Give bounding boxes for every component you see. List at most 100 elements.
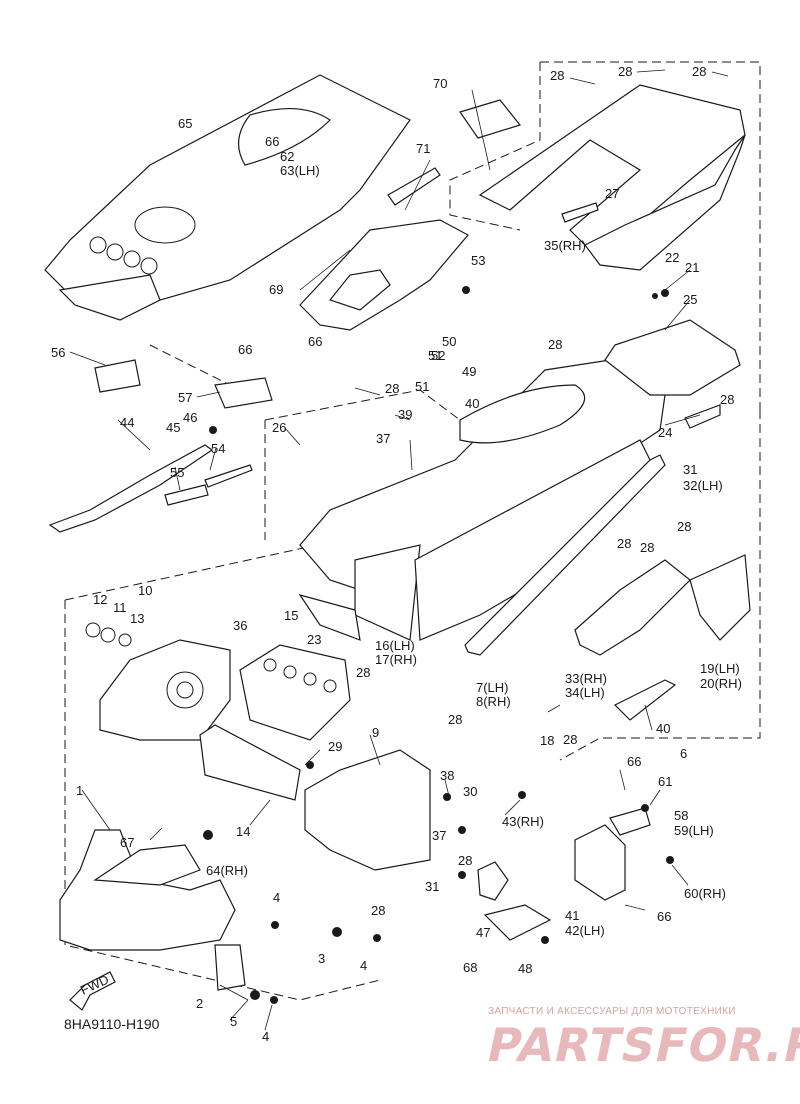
callout: 66 xyxy=(657,909,671,924)
rear-brace xyxy=(478,84,746,271)
strip-55 xyxy=(204,464,253,488)
callout: 50 xyxy=(442,334,456,349)
callout: 66 xyxy=(238,342,252,357)
strip-56 xyxy=(164,484,209,506)
main-group-boundary xyxy=(64,410,761,1001)
fwd-label: FWD xyxy=(78,972,111,998)
callout: 17(RH) xyxy=(375,652,417,667)
steering-column-9 xyxy=(304,749,431,871)
callout: 28 xyxy=(640,540,654,555)
ring-12 xyxy=(85,622,101,638)
callout: 7(LH) xyxy=(476,680,509,695)
callout: 47 xyxy=(476,925,490,940)
callout: 28 xyxy=(385,381,399,396)
callout: 28 xyxy=(371,903,385,918)
callout: 24 xyxy=(658,425,672,440)
callout: 36 xyxy=(233,618,247,633)
callout: 44 xyxy=(120,415,134,430)
rear-group-boundary xyxy=(449,61,761,410)
strap-36 xyxy=(561,202,599,223)
decal-72 xyxy=(387,167,441,206)
callout: 19(LH) xyxy=(700,661,740,676)
callout: 61 xyxy=(658,774,672,789)
bracket-59-60 xyxy=(609,807,651,836)
muffler-14 xyxy=(199,724,301,801)
running-board-rail xyxy=(464,454,666,656)
callout: 60(RH) xyxy=(684,886,726,901)
callout: 34(LH) xyxy=(565,685,605,700)
callout: 2 xyxy=(196,996,203,1011)
callout: 57 xyxy=(178,390,192,405)
callout: 15 xyxy=(284,608,298,623)
callout: 13 xyxy=(130,611,144,626)
callout: 53 xyxy=(471,253,485,268)
callout: 49 xyxy=(462,364,476,379)
plate-57 xyxy=(94,359,141,393)
callout: 18 xyxy=(540,733,554,748)
callout: 25 xyxy=(683,292,697,307)
side-bracket-34-35 xyxy=(574,559,691,656)
rear-bumper-25 xyxy=(604,319,741,396)
callout: 40 xyxy=(656,721,670,736)
rear-tunnel-cover xyxy=(44,74,411,321)
callout: 16(LH) xyxy=(375,638,415,653)
callout: 70 xyxy=(433,76,447,91)
callout: 32(LH) xyxy=(683,478,723,493)
callout: 27 xyxy=(605,186,619,201)
callout: 3 xyxy=(318,951,325,966)
callout: 1 xyxy=(76,783,83,798)
callout: 39 xyxy=(398,407,412,422)
callout: 10 xyxy=(138,583,152,598)
plate-23 xyxy=(298,593,361,641)
callout: 29 xyxy=(328,739,342,754)
callout: 4 xyxy=(360,958,367,973)
callout: 66 xyxy=(265,134,279,149)
callout: 4 xyxy=(262,1029,269,1044)
callout: 54 xyxy=(211,441,225,456)
fwd-arrow-icon xyxy=(69,971,116,1011)
callout: 23 xyxy=(307,632,321,647)
bracket-32-33 xyxy=(684,404,721,429)
plate-58 xyxy=(214,377,273,409)
callout: 62 xyxy=(280,149,294,164)
fasteners xyxy=(203,286,674,1004)
callout: 28 xyxy=(458,853,472,868)
leader-lines xyxy=(69,69,729,1031)
callout: 52 xyxy=(431,348,445,363)
callout: 67 xyxy=(120,835,134,850)
callout: 28 xyxy=(563,732,577,747)
callout: 64(RH) xyxy=(206,863,248,878)
callout: 28 xyxy=(617,536,631,551)
handle-45 xyxy=(48,444,214,533)
callout: 43(RH) xyxy=(502,814,544,829)
callout: 5 xyxy=(230,1014,237,1029)
callout: 51 xyxy=(415,379,429,394)
callout: 63(LH) xyxy=(280,163,320,178)
bearing-11 xyxy=(100,627,116,643)
callout: 65 xyxy=(178,116,192,131)
callout-labels: 1 2 3 4 4 4 5 6 7(LH) 8(RH) 9 10 11 12 1… xyxy=(51,64,742,1044)
seal-13 xyxy=(118,633,132,647)
callout: 28 xyxy=(618,64,632,79)
callout: 4 xyxy=(273,890,280,905)
bracket-2 xyxy=(214,944,246,991)
callout: 21 xyxy=(685,260,699,275)
callout: 68 xyxy=(463,960,477,975)
callout: 28 xyxy=(720,392,734,407)
callout: 22 xyxy=(665,250,679,265)
callout: 14 xyxy=(236,824,250,839)
front-cover-15 xyxy=(239,644,351,741)
callout: 38 xyxy=(440,768,454,783)
watermark-caption: ЗАПЧАСТИ И АКСЕССУАРЫ ДЛЯ МОТОТЕХНИКИ xyxy=(488,1006,736,1017)
callout: 40 xyxy=(465,396,479,411)
callout: 28 xyxy=(548,337,562,352)
callout: 8(RH) xyxy=(476,694,511,709)
callout: 58 xyxy=(674,808,688,823)
callout: 66 xyxy=(627,754,641,769)
front-frame-1 xyxy=(59,829,236,951)
decal-71 xyxy=(459,99,522,139)
callout: 9 xyxy=(372,725,379,740)
callout: 48 xyxy=(518,961,532,976)
figure-code: 8HA9110-H190 xyxy=(64,1016,160,1032)
